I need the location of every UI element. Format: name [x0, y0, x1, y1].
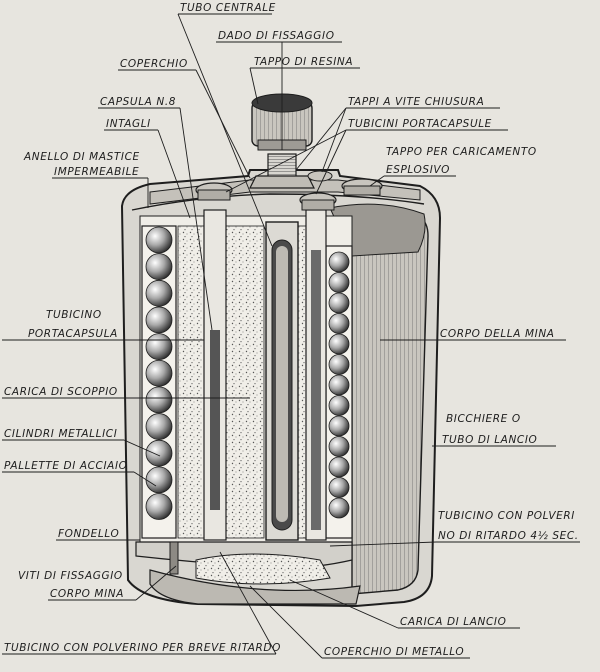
steel-ball — [328, 333, 350, 355]
label-tappo-per-caricamento: TAPPO PER CARICAMENTO — [386, 146, 537, 158]
tappo-a-vite-left — [195, 182, 233, 201]
steel-ball — [145, 226, 173, 254]
steel-ball — [145, 386, 173, 414]
steel-ball — [328, 436, 350, 457]
label-carica-di-scoppio: CARICA DI SCOPPIO — [4, 386, 118, 398]
label-tubicini-portacapsule: TUBICINI PORTACAPSULE — [348, 118, 492, 130]
steel-ball — [145, 359, 173, 387]
steel-ball — [145, 439, 173, 467]
label-intagli: INTAGLI — [106, 118, 151, 130]
vite-di-fissaggio — [169, 541, 179, 575]
tubicino-cap-center — [307, 170, 333, 182]
label-ritardo-4-5-sec: NO DI RITARDO 4½ SEC. — [438, 530, 579, 542]
steel-ball — [145, 333, 173, 361]
steel-ball — [145, 413, 173, 440]
steel-ball — [328, 477, 350, 498]
tappo-a-vite-right — [299, 192, 337, 211]
label-corpo-della-mina: CORPO DELLA MINA — [440, 328, 555, 340]
label-bicchiere: BICCHIERE O — [446, 413, 521, 425]
label-tubo-di-lancio: TUBO DI LANCIO — [442, 434, 537, 446]
label-tubicino-con-polveri: TUBICINO CON POLVERI — [438, 510, 575, 522]
top-lid-edge — [131, 193, 425, 211]
steel-ball — [328, 374, 350, 396]
capsula-n8-right — [311, 250, 321, 530]
steel-ball — [328, 415, 350, 437]
steel-ball — [145, 279, 173, 307]
leader-lines — [2, 13, 580, 659]
label-tubicino-breve-ritardo: TUBICINO CON POLVERINO PER BREVE RITARDO — [4, 642, 281, 654]
steel-ball — [328, 456, 350, 478]
steel-ball — [328, 395, 350, 416]
carica-di-lancio — [195, 553, 331, 585]
steel-ball — [328, 272, 350, 293]
label-carica-di-lancio: CARICA DI LANCIO — [400, 616, 506, 628]
dado-hex — [249, 175, 315, 189]
steel-ball — [145, 493, 173, 520]
label-fondello: FONDELLO — [58, 528, 119, 540]
pallette-di-acciaio-right — [328, 251, 350, 519]
corpo-top-ellipse — [329, 203, 426, 257]
label-esplosivo: ESPLOSIVO — [386, 164, 450, 176]
corpo-della-mina — [351, 217, 429, 595]
label-dado-di-fissaggio: DADO DI FISSAGGIO — [218, 30, 335, 42]
pallette-di-acciaio — [145, 226, 173, 520]
label-impermeabile: IMPERMEABILE — [54, 166, 139, 178]
label-cilindri-metallici: CILINDRI METALLICI — [4, 428, 117, 440]
label-anello-di-mastice: ANELLO DI MASTICE — [23, 151, 140, 163]
label-portacapsula: PORTACAPSULA — [28, 328, 118, 340]
label-capsula-n8: CAPSULA N.8 — [100, 96, 176, 108]
steel-ball — [328, 313, 350, 334]
label-corpo-mina: CORPO MINA — [50, 588, 124, 600]
label-coperchio-di-metallo: COPERCHIO DI METALLO — [324, 646, 464, 658]
capsula-n8 — [210, 330, 220, 510]
coperchio-di-metallo — [149, 569, 361, 605]
steel-ball — [145, 253, 173, 281]
steel-ball — [328, 251, 350, 273]
tubo-centrale-inner — [276, 246, 288, 522]
steel-ball — [145, 306, 173, 334]
steel-ball — [328, 292, 350, 314]
tappo-per-caricamento — [341, 178, 383, 196]
label-viti-di-fissaggio: VITI DI FISSAGGIO — [18, 570, 123, 582]
steel-ball — [328, 354, 350, 375]
labels: TUBO CENTRALE DADO DI FISSAGGIO COPERCHI… — [4, 2, 579, 658]
label-tubicino: TUBICINO — [46, 309, 102, 321]
label-tappo-di-resina: TAPPO DI RESINA — [254, 56, 353, 68]
label-tappi-a-vite-chiusura: TAPPI A VITE CHIUSURA — [348, 96, 484, 108]
steel-ball — [145, 466, 173, 494]
label-coperchio: COPERCHIO — [120, 58, 188, 70]
label-pallette-di-acciaio: PALLETTE DI ACCIAIO — [4, 460, 128, 472]
label-tubo-centrale: TUBO CENTRALE — [180, 2, 276, 14]
steel-ball — [328, 497, 350, 519]
